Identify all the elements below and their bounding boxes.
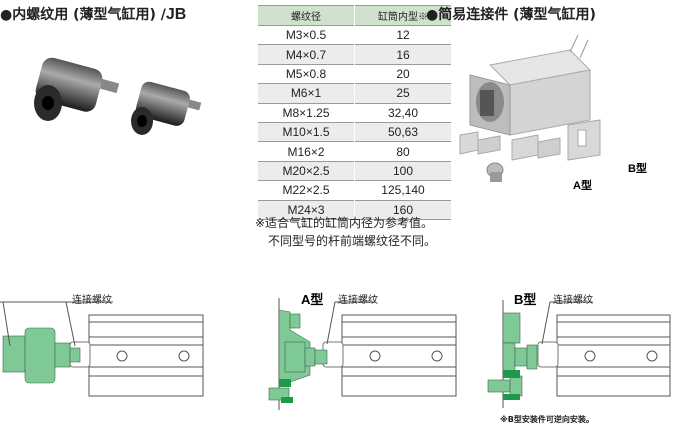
cell: 100	[354, 160, 451, 181]
cell: M8×1.25	[258, 102, 355, 123]
cell: 125,140	[354, 180, 451, 201]
cell: M22×2.5	[258, 180, 355, 201]
cell: 16	[354, 44, 451, 65]
cell: M6×1	[258, 83, 355, 104]
cell: 50,63	[354, 121, 451, 142]
cell: 20	[354, 63, 451, 84]
cell: M5×0.8	[258, 63, 355, 84]
floating-joint-photo	[34, 57, 202, 135]
left-title: ●内螺纹用 (薄型气缸用) /JB	[0, 4, 186, 24]
cell: 25	[354, 83, 451, 104]
cell: 80	[354, 141, 451, 162]
cell: M20×2.5	[258, 160, 355, 181]
thread-label: 连接螺纹	[338, 295, 378, 306]
table-header: 螺纹径缸筒内型※	[258, 5, 451, 26]
diagram-type-b	[487, 300, 671, 408]
thread-label: 连接螺纹	[72, 295, 112, 306]
cell: M16×2	[258, 141, 355, 162]
diagram-internal-thread	[0, 301, 204, 397]
cell: M3×0.5	[258, 24, 355, 45]
note-bore: ※适合气缸的缸筒内径为参考值。	[255, 216, 434, 230]
type-a-label: A型	[301, 292, 324, 307]
type-b-label: B型	[514, 292, 537, 307]
thread-label: 连接螺纹	[553, 295, 593, 306]
cell: M24×3	[258, 199, 355, 220]
left-title-text: ●内螺纹用 (薄型气缸用) /	[0, 7, 166, 23]
photo-label-a: A型	[573, 180, 592, 192]
cell: 160	[354, 199, 451, 220]
header-bore: 缸筒内型※	[354, 5, 451, 26]
type-b-note: ※B型安装件可逆向安装。	[500, 415, 594, 424]
cell: M4×0.7	[258, 44, 355, 65]
note-thread: 不同型号的杆前端螺纹径不同。	[268, 234, 437, 248]
right-title: ●简易连接件 (薄型气缸用)	[426, 7, 596, 23]
cell: 32,40	[354, 102, 451, 123]
simple-connector-photo	[459, 34, 601, 182]
cell: 12	[354, 24, 451, 45]
diagram-type-a	[268, 298, 457, 410]
model-code: JB	[165, 6, 187, 23]
header-thread: 螺纹径	[258, 5, 355, 26]
cell: M10×1.5	[258, 121, 355, 142]
photo-label-b: B型	[628, 163, 647, 175]
